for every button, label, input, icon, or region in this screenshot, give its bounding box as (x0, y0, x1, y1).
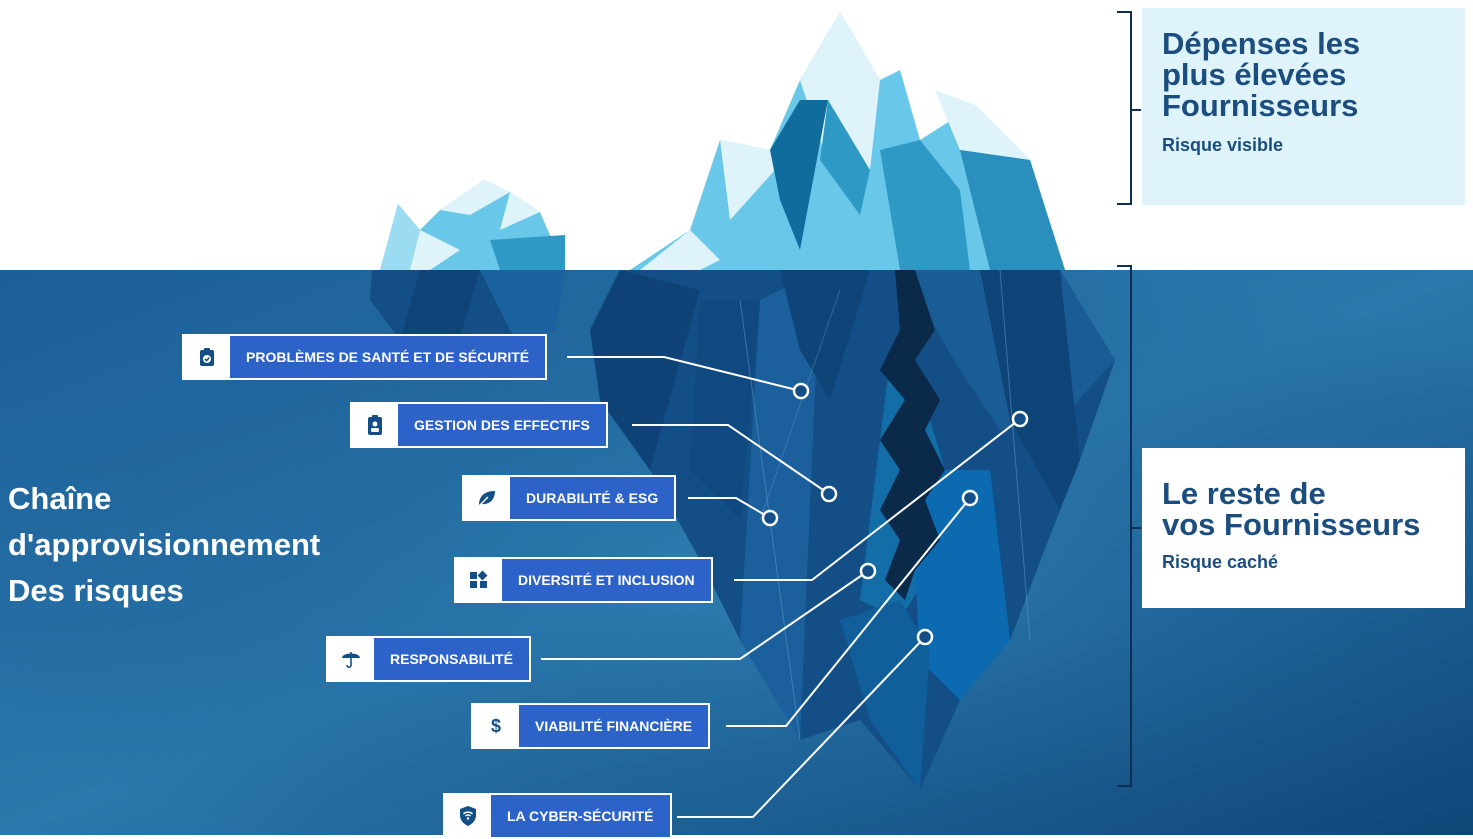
box-title-line: Fournisseurs (1162, 88, 1359, 123)
risk-label-text: RESPONSABILITÉ (374, 638, 529, 680)
box-title-line: Le reste de (1162, 476, 1326, 511)
dot-health (792, 382, 810, 400)
dot-diversity (1011, 410, 1029, 428)
dot-esg (761, 509, 779, 527)
leader-responsibility (541, 570, 869, 660)
risk-label-health-safety: PROBLÈMES DE SANTÉ ET DE SÉCURITÉ (182, 334, 548, 380)
small-iceberg (380, 180, 565, 270)
title-line: Des risques (8, 573, 184, 608)
risk-label-cyber: LA CYBER-SÉCURITÉ (443, 793, 672, 839)
risk-label-text: LA CYBER-SÉCURITÉ (491, 795, 670, 837)
risk-label-diversity: DIVERSITÉ ET INCLUSION (454, 557, 713, 603)
shield-wifi-icon (445, 795, 491, 837)
dollar-icon: $ (473, 705, 519, 747)
risk-label-text: PROBLÈMES DE SANTÉ ET DE SÉCURITÉ (230, 336, 546, 378)
clipboard-check-icon (184, 336, 230, 378)
risk-label-responsibility: RESPONSABILITÉ (326, 636, 531, 682)
title-line: d'approvisionnement (8, 527, 321, 562)
leader-lines (541, 356, 1021, 818)
risk-label-sustainability: DURABILITÉ & ESG (462, 475, 677, 521)
visible-risk-box: Dépenses les plus élevées Fournisseurs R… (1142, 8, 1465, 205)
dot-workforce (820, 485, 838, 503)
dot-financial (961, 489, 979, 507)
title-line: Chaîne (8, 481, 112, 516)
svg-text:$: $ (491, 716, 501, 736)
big-iceberg (630, 12, 1065, 270)
box-title-line: plus élevées (1162, 57, 1347, 92)
leader-workforce (632, 424, 830, 495)
bracket-hidden (1117, 265, 1141, 787)
leader-esg (688, 497, 771, 519)
risk-label-text: GESTION DES EFFECTIFS (398, 404, 606, 446)
leader-health (567, 356, 802, 392)
hidden-risk-box: Le reste de vos Fournisseurs Risque cach… (1142, 448, 1465, 608)
box-title-line: Dépenses les (1162, 26, 1361, 61)
risk-label-text: DURABILITÉ & ESG (510, 477, 675, 519)
risk-label-text: DIVERSITÉ ET INCLUSION (502, 559, 711, 601)
risk-label-text: VIABILITÉ FINANCIÈRE (519, 705, 709, 747)
leader-financial (726, 497, 971, 727)
risk-label-workforce: GESTION DES EFFECTIFS (350, 402, 608, 448)
id-badge-icon (352, 404, 398, 446)
big-iceberg-underwater (590, 269, 1115, 790)
box-title-line: vos Fournisseurs (1162, 507, 1421, 542)
leader-dots (761, 382, 1029, 646)
box-subtitle: Risque caché (1162, 552, 1279, 572)
risk-label-financial: $ VIABILITÉ FINANCIÈRE (471, 703, 711, 749)
puzzle-blocks-icon (456, 559, 502, 601)
dot-responsibility (859, 562, 877, 580)
umbrella-icon (328, 638, 374, 680)
leader-cyber (677, 636, 926, 818)
bracket-visible (1117, 11, 1141, 205)
dot-cyber (916, 628, 934, 646)
supply-chain-risk-title: Chaîne d'approvisionnement Des risques (8, 476, 320, 614)
box-subtitle: Risque visible (1162, 135, 1284, 155)
leader-diversity (734, 418, 1021, 581)
leaf-icon (464, 477, 510, 519)
